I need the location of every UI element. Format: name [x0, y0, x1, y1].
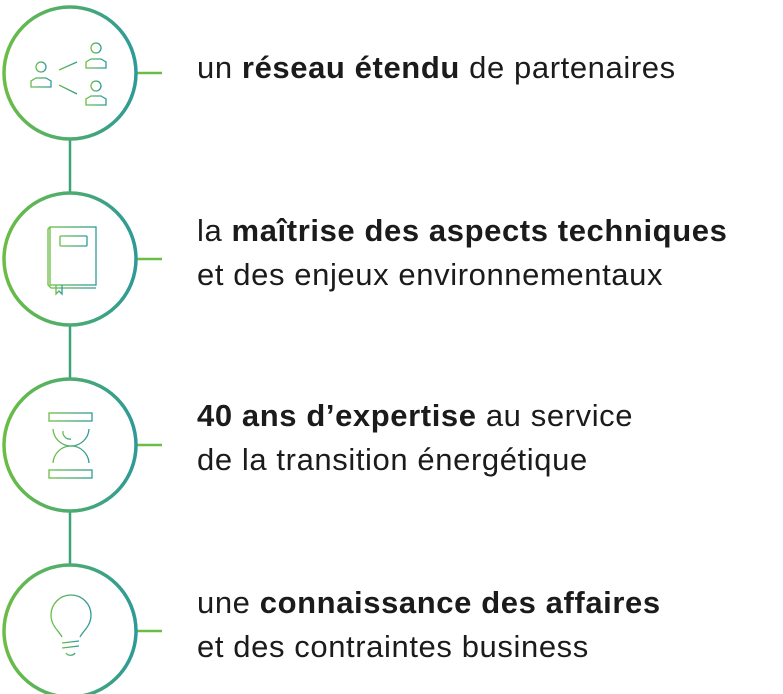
item-line: un réseau étendu de partenaires	[197, 50, 676, 85]
item-line: de la transition énergétique	[197, 442, 588, 477]
circle-3	[2, 377, 138, 513]
item-line: et des enjeux environnementaux	[197, 257, 664, 292]
circle-1	[2, 5, 138, 141]
item-3-text: 40 ans d’expertise au service de la tran…	[197, 394, 633, 482]
item-line: la maîtrise des aspects techniques	[197, 213, 728, 248]
item-1-text: un réseau étendu de partenaires	[197, 46, 676, 90]
hourglass-icon	[48, 412, 93, 479]
circle-4	[2, 563, 138, 694]
item-2-text: la maîtrise des aspects techniques et de…	[197, 209, 727, 297]
item-line: et des contraintes business	[197, 629, 589, 664]
item-line: 40 ans d’expertise au service	[197, 398, 634, 433]
network-people-icon	[30, 42, 107, 106]
lightbulb-icon	[50, 594, 92, 656]
item-4-text: une connaissance des affaires et des con…	[197, 581, 661, 669]
book-icon	[47, 226, 97, 296]
horizontal-connectors	[137, 71, 162, 633]
item-line: une connaissance des affaires	[197, 585, 661, 620]
circle-2	[2, 191, 138, 327]
